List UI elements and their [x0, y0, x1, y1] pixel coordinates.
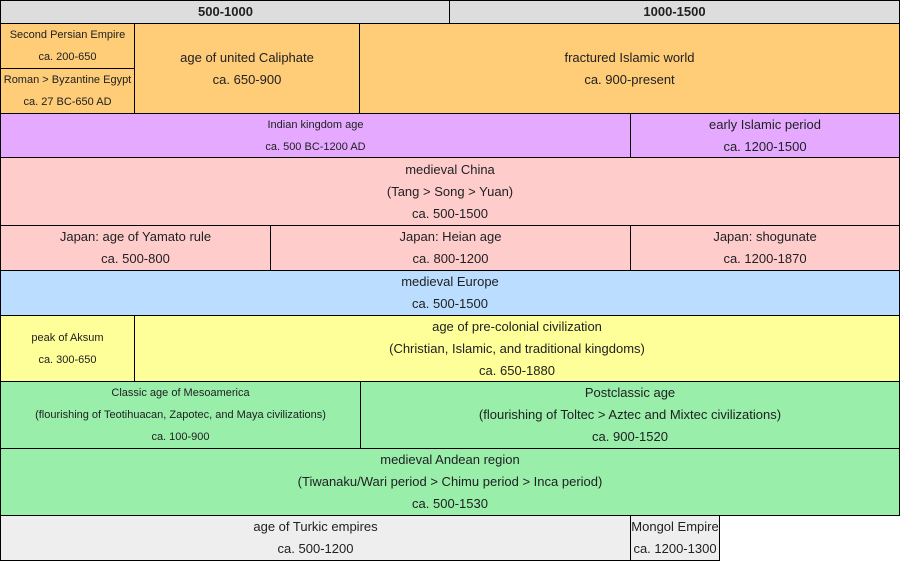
period-dates: ca. 1200-1870 [723, 251, 807, 266]
period-name: Mongol Empire [631, 519, 719, 534]
period-name: medieval Europe [401, 274, 499, 289]
period-dates: ca. 900-1520 [592, 429, 668, 444]
period-name: Japan: shogunate [713, 229, 817, 244]
period-detail: (flourishing of Toltec > Aztec and Mixte… [478, 407, 782, 422]
period-dates: ca. 500-1530 [412, 496, 488, 511]
period-name: Indian kingdom age [267, 118, 364, 131]
cell-classic-mesoamerica: Classic age of Mesoamerica (flourishing … [0, 381, 361, 449]
period-name: Postclassic age [584, 385, 676, 400]
period-name: medieval China [405, 161, 495, 177]
cell-byzantine-egypt: Roman > Byzantine Egypt ca. 27 BC-650 AD [0, 68, 135, 114]
cell-japan-heian: Japan: Heian age ca. 800-1200 [270, 225, 631, 271]
period-dates: ca. 800-1200 [412, 251, 489, 266]
cell-medieval-andean-region: medieval Andean region (Tiwanaku/Wari pe… [0, 448, 900, 516]
period-name: age of pre-colonial civilization [432, 318, 602, 334]
column-header-1000-1500: 1000-1500 [449, 0, 900, 24]
cell-mongol-empire: Mongol Empire ca. 1200-1300 [630, 515, 720, 561]
period-dates: ca. 500-1500 [412, 296, 488, 311]
period-dates: ca. 900-present [584, 71, 675, 87]
period-name: age of Turkic empires [253, 519, 378, 534]
column-header-label: 1000-1500 [643, 4, 706, 19]
period-dates: ca. 1200-1500 [723, 138, 807, 154]
cell-japan-yamato: Japan: age of Yamato rule ca. 500-800 [0, 225, 271, 271]
period-name: fractured Islamic world [564, 49, 695, 65]
period-detail: (Christian, Islamic, and traditional kin… [389, 340, 645, 356]
period-dates: ca. 650-1880 [479, 362, 555, 378]
period-dates: ca. 500-1500 [412, 205, 488, 221]
period-detail: (Tiwanaku/Wari period > Chimu period > I… [297, 474, 603, 489]
cell-peak-of-aksum: peak of Aksum ca. 300-650 [0, 315, 135, 382]
period-dates: ca. 500 BC-1200 AD [265, 140, 366, 153]
period-name: early Islamic period [709, 116, 821, 132]
cell-pre-colonial-civilization: age of pre-colonial civilization (Christ… [134, 315, 900, 382]
period-dates: ca. 200-650 [38, 51, 97, 63]
period-dates: ca. 100-900 [151, 431, 210, 443]
cell-second-persian-empire: Second Persian Empire ca. 200-650 [0, 23, 135, 69]
period-name: Japan: Heian age [399, 229, 502, 244]
cell-medieval-europe: medieval Europe ca. 500-1500 [0, 270, 900, 316]
period-name: Roman > Byzantine Egypt [3, 74, 132, 86]
period-name: age of united Caliphate [180, 49, 314, 65]
column-header-500-1000: 500-1000 [0, 0, 451, 24]
period-dates: ca. 300-650 [38, 353, 97, 366]
cell-turkic-empires: age of Turkic empires ca. 500-1200 [0, 515, 631, 561]
period-dates: ca. 500-800 [101, 251, 170, 266]
cell-indian-kingdom-age: Indian kingdom age ca. 500 BC-1200 AD [0, 113, 631, 158]
period-name: peak of Aksum [31, 331, 104, 344]
period-name: Second Persian Empire [9, 29, 126, 41]
period-dates: ca. 27 BC-650 AD [23, 96, 112, 108]
cell-postclassic-age: Postclassic age (flourishing of Toltec >… [360, 381, 900, 449]
cell-fractured-islamic-world: fractured Islamic world ca. 900-present [359, 23, 900, 114]
period-dates: ca. 500-1200 [277, 541, 354, 556]
period-dates: ca. 1200-1300 [633, 541, 717, 556]
cell-united-caliphate: age of united Caliphate ca. 650-900 [134, 23, 360, 114]
period-name: Classic age of Mesoamerica [111, 387, 250, 399]
period-detail: (flourishing of Teotihuacan, Zapotec, an… [35, 409, 326, 421]
cell-early-islamic-period: early Islamic period ca. 1200-1500 [630, 113, 900, 158]
period-dates: ca. 650-900 [212, 71, 282, 87]
cell-japan-shogunate: Japan: shogunate ca. 1200-1870 [630, 225, 900, 271]
period-name: medieval Andean region [380, 452, 520, 467]
cell-medieval-china: medieval China (Tang > Song > Yuan) ca. … [0, 157, 900, 226]
period-name: Japan: age of Yamato rule [59, 229, 212, 244]
column-header-label: 500-1000 [198, 4, 253, 19]
period-detail: (Tang > Song > Yuan) [386, 183, 514, 199]
